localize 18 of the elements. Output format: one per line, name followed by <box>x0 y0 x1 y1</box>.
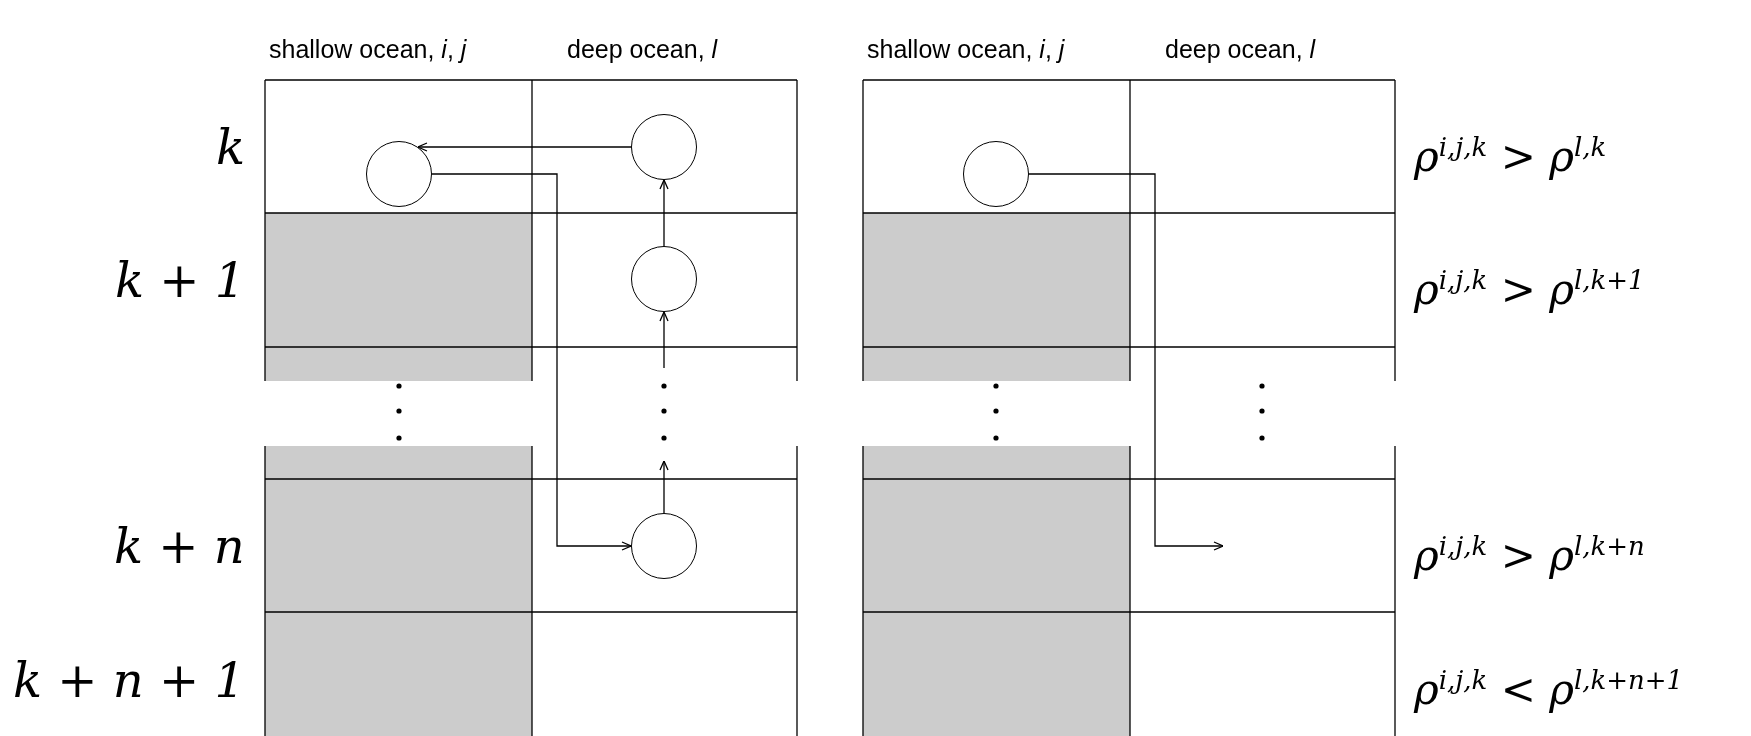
column-header: deep ocean, l <box>567 34 718 64</box>
elbow-arrow <box>1028 173 1224 551</box>
elbow-arrow <box>431 173 632 551</box>
arrow <box>659 311 669 369</box>
density-inequality: ρ$^{i,j,k}$ > ρ$^{l,k+1}$ <box>1414 264 1645 316</box>
row-label: k + n + 1 <box>13 652 245 708</box>
density-inequality: ρ$^{i,j,k}$ > ρ$^{l,k}$ <box>1414 131 1607 183</box>
row-label: k + n <box>114 518 245 574</box>
column-header: shallow ocean, i, j <box>269 34 467 64</box>
arrow <box>417 142 632 152</box>
column-header: deep ocean, l <box>1165 34 1316 64</box>
arrow <box>659 179 669 247</box>
column-header: shallow ocean, i, j <box>867 34 1065 64</box>
row-label: k + 1 <box>115 252 246 308</box>
row-label: k <box>216 119 246 175</box>
arrow <box>659 460 669 514</box>
density-inequality: ρ$^{i,j,k}$ < ρ$^{l,k+n+1}$ <box>1414 664 1684 716</box>
density-inequality: ρ$^{i,j,k}$ > ρ$^{l,k+n}$ <box>1414 530 1645 582</box>
